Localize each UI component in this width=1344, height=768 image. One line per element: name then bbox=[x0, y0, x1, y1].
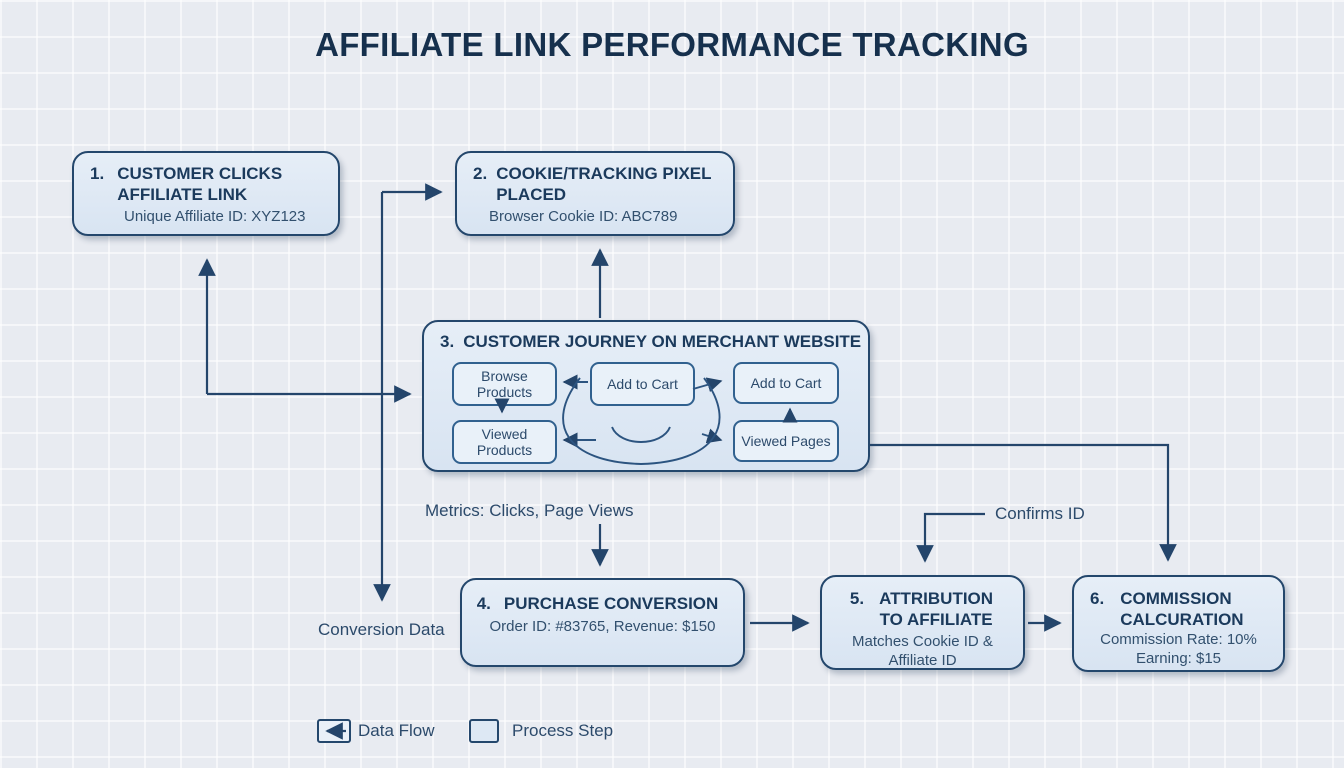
step-4-subtitle: Order ID: #83765, Revenue: $150 bbox=[489, 617, 716, 635]
step-5-number: 5. bbox=[849, 589, 865, 608]
step-2-title: COOKIE/TRACKING PIXEL PLACED bbox=[496, 164, 712, 204]
step-6-title: COMMISSION CALCURATION bbox=[1120, 589, 1244, 629]
step-4-number: 4. bbox=[476, 594, 491, 613]
step-4-heading: 4. PURCHASE CONVERSION bbox=[462, 580, 743, 615]
journey-node-viewed-pages: Viewed Pages bbox=[733, 420, 839, 462]
conversion-data-annotation: Conversion Data bbox=[318, 620, 445, 639]
step-4-title: PURCHASE CONVERSION bbox=[503, 594, 719, 613]
step-3-number: 3. bbox=[440, 332, 455, 351]
journey-node-viewed-products: Viewed Products bbox=[452, 420, 557, 464]
step-3-heading: 3. CUSTOMER JOURNEY ON MERCHANT WEBSITE bbox=[424, 322, 868, 353]
step-2-number: 2. bbox=[473, 164, 488, 183]
step-3-customer-journey-box: 3. CUSTOMER JOURNEY ON MERCHANT WEBSITE … bbox=[422, 320, 870, 472]
step-6-heading: 6. COMMISSION CALCURATION bbox=[1074, 577, 1283, 630]
arrow-box3-to-box6 bbox=[870, 443, 1177, 562]
arrow-confirms-id-to-box5 bbox=[916, 512, 985, 563]
page-title: AFFILIATE LINK PERFORMANCE TRACKING bbox=[315, 26, 1029, 63]
process-step-legend-swatch bbox=[469, 719, 499, 743]
metrics-annotation: Metrics: Clicks, Page Views bbox=[425, 501, 634, 520]
data-flow-legend-label: Data Flow bbox=[358, 721, 435, 740]
step-2-subtitle: Browser Cookie ID: ABC789 bbox=[489, 208, 678, 226]
data-flow-legend-swatch bbox=[317, 719, 351, 743]
step-5-heading: 5. ATTRIBUTION TO AFFILIATE bbox=[822, 577, 1023, 630]
step-2-heading: 2. COOKIE/TRACKING PIXEL PLACED bbox=[457, 153, 733, 205]
step-3-title: CUSTOMER JOURNEY ON MERCHANT WEBSITE bbox=[463, 332, 862, 351]
step-4-purchase-conversion-box: 4. PURCHASE CONVERSION Order ID: #83765,… bbox=[460, 578, 745, 667]
step-1-customer-clicks-box: 1. CUSTOMER CLICKS AFFILIATE LINK Unique… bbox=[72, 151, 340, 236]
step-1-number: 1. bbox=[90, 164, 105, 183]
journey-node-browse-products: Browse Products bbox=[452, 362, 557, 406]
step-6-number: 6. bbox=[1090, 589, 1105, 608]
step-1-heading: 1. CUSTOMER CLICKS AFFILIATE LINK bbox=[74, 153, 338, 205]
confirms-id-annotation: Confirms ID bbox=[995, 504, 1085, 523]
step-6-commission-box: 6. COMMISSION CALCURATION Commission Rat… bbox=[1072, 575, 1285, 672]
step-5-attribution-box: 5. ATTRIBUTION TO AFFILIATE Matches Cook… bbox=[820, 575, 1025, 670]
step-2-cookie-pixel-box: 2. COOKIE/TRACKING PIXEL PLACED Browser … bbox=[455, 151, 735, 236]
step-6-subtitle-2: Earning: $15 bbox=[1135, 650, 1222, 668]
step-6-subtitle: Commission Rate: 10% bbox=[1100, 631, 1257, 649]
journey-node-add-to-cart-right: Add to Cart bbox=[733, 362, 839, 404]
process-step-legend-label: Process Step bbox=[512, 721, 614, 740]
step-5-subtitle: Matches Cookie ID & Affiliate ID bbox=[852, 633, 993, 670]
step-5-title: ATTRIBUTION TO AFFILIATE bbox=[879, 589, 994, 629]
journey-node-add-to-cart-center: Add to Cart bbox=[590, 362, 695, 406]
step-1-title: CUSTOMER CLICKS AFFILIATE LINK bbox=[117, 164, 283, 204]
step-1-subtitle: Unique Affiliate ID: XYZ123 bbox=[124, 208, 306, 226]
